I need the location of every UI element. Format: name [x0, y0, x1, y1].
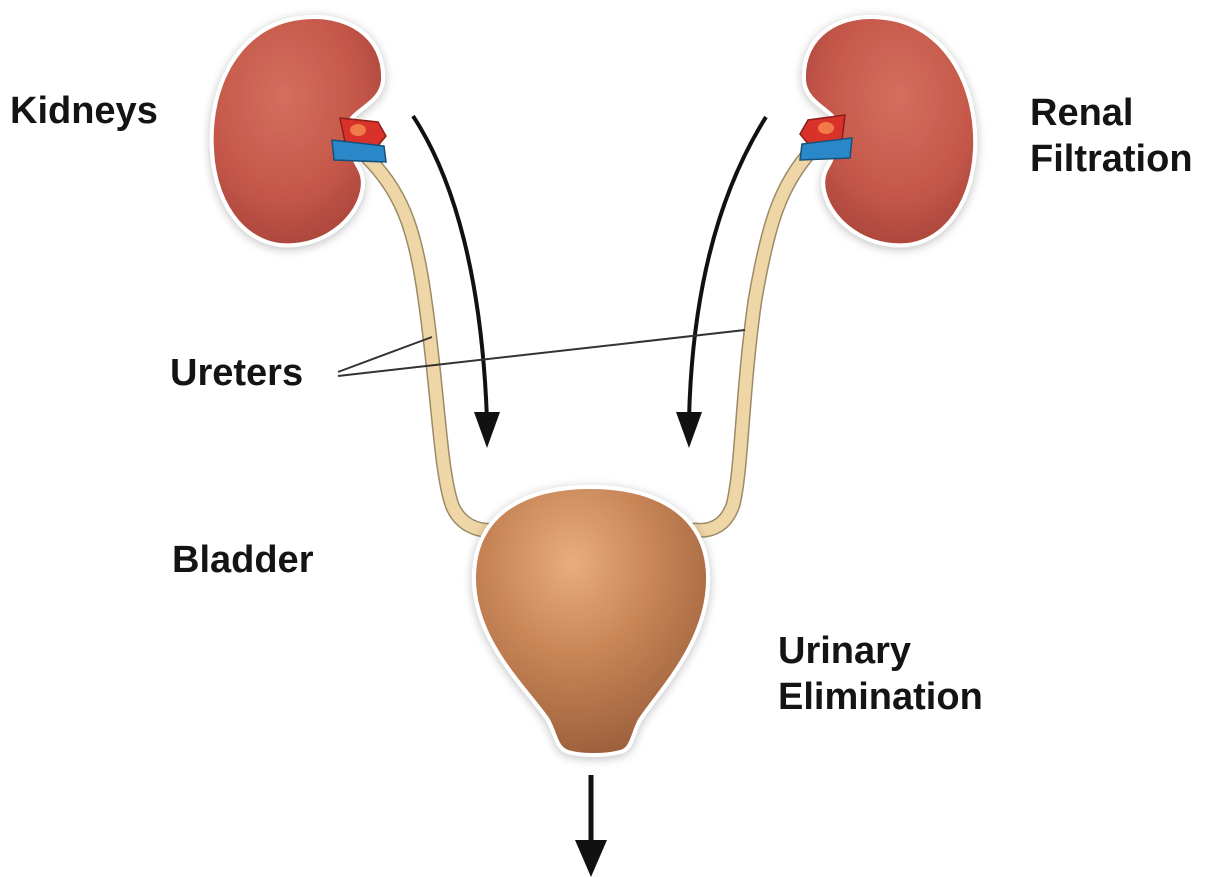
- label-ureters: Ureters: [170, 350, 303, 396]
- label-bladder-text: Bladder: [172, 539, 313, 581]
- label-ureters-text: Ureters: [170, 352, 303, 394]
- label-bladder: Bladder: [172, 537, 313, 583]
- label-urinary-line2: Elimination: [778, 674, 983, 720]
- bladder: [474, 487, 708, 755]
- ureters-leader-lines: [338, 330, 745, 376]
- label-kidneys: Kidneys: [10, 88, 158, 134]
- label-renal-filtration: Renal Filtration: [1030, 90, 1193, 182]
- label-kidneys-text: Kidneys: [10, 90, 158, 132]
- elimination-arrow: [575, 775, 607, 877]
- label-urinary-line1: Urinary: [778, 628, 983, 674]
- label-urinary-elimination: Urinary Elimination: [778, 628, 983, 720]
- label-renal-line1: Renal: [1030, 90, 1193, 136]
- label-renal-line2: Filtration: [1030, 136, 1193, 182]
- left-ureter: [365, 155, 495, 530]
- right-ureter: [695, 150, 812, 530]
